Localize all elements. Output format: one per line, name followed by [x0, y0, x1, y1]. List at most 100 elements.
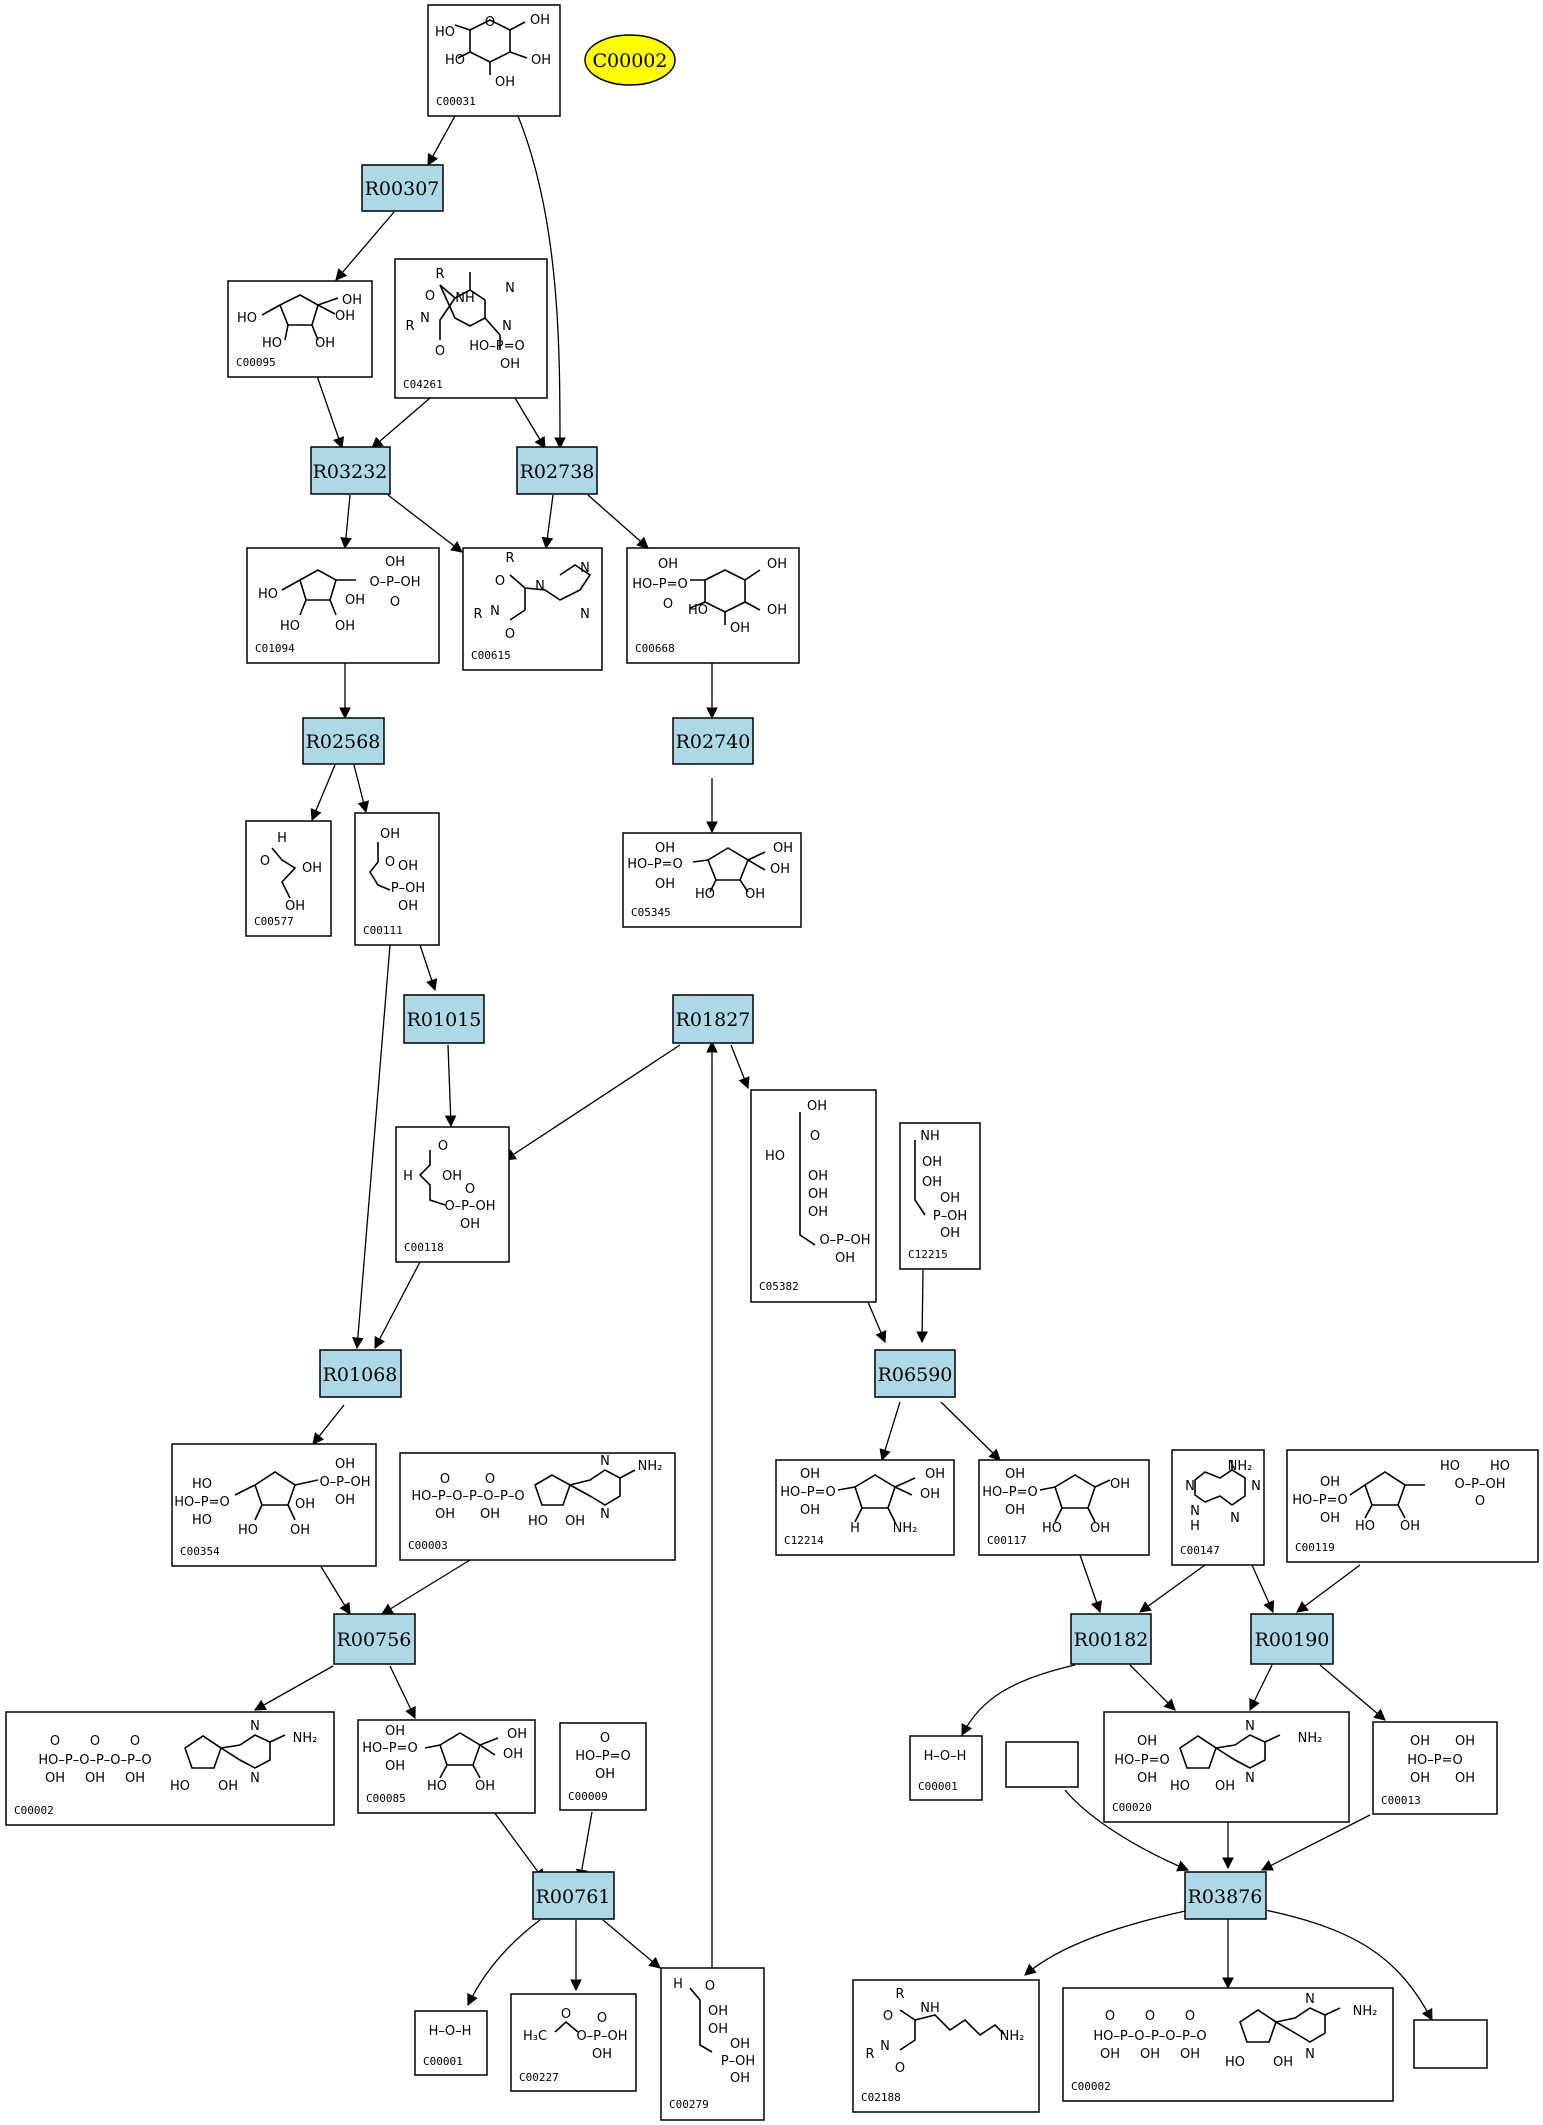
svg-text:OH: OH [531, 53, 551, 68]
svg-text:OH: OH [658, 557, 678, 572]
reaction-node[interactable]: R03876 [1184, 1871, 1267, 1920]
compound-node[interactable]: H O OH OH OH P–OH OH C00279 [660, 1967, 765, 2121]
svg-text:C05382: C05382 [759, 1280, 799, 1293]
svg-text:OH: OH [808, 1187, 828, 1202]
svg-text:NH: NH [455, 291, 475, 306]
empty-node[interactable] [1413, 2019, 1488, 2069]
svg-text:H: H [403, 1169, 413, 1184]
svg-text:R01827: R01827 [676, 1009, 751, 1031]
svg-text:OH: OH [345, 593, 365, 608]
edge [253, 1665, 334, 1711]
reaction-node[interactable]: R06590 [874, 1349, 956, 1398]
svg-text:C00147: C00147 [1180, 1544, 1220, 1557]
compound-node[interactable]: H O OH OH C00577 [245, 820, 332, 937]
svg-text:OH: OH [45, 1771, 65, 1786]
svg-text:NH₂: NH₂ [1298, 1731, 1323, 1746]
svg-text:HO: HO [192, 1513, 212, 1528]
compound-node[interactable]: O H OH O O–P–OH OH C00118 [395, 1126, 510, 1263]
compound-node[interactable]: HO HO–P=O HO OH O–P–OH OH OH HO OH C0035… [171, 1443, 377, 1567]
svg-text:N: N [1245, 1771, 1255, 1786]
compound-node[interactable]: R O NH N R N O N HO–P=O OH C04261 [394, 258, 548, 399]
reaction-node[interactable]: R00756 [333, 1613, 416, 1665]
svg-text:N: N [1185, 1479, 1195, 1494]
svg-text:H: H [277, 831, 287, 846]
svg-text:O: O [1105, 2009, 1115, 2024]
edge [1024, 1909, 1191, 1976]
edge [504, 1044, 681, 1161]
edge [1079, 1554, 1103, 1614]
compound-node[interactable]: R O N N R N O N C00615 [462, 547, 603, 671]
svg-text:O: O [883, 2009, 893, 2024]
empty-node[interactable] [1005, 1741, 1079, 1788]
reaction-node[interactable]: R00761 [532, 1871, 615, 1920]
svg-text:HO: HO [1170, 1779, 1190, 1794]
compound-node[interactable]: HO–P=O OH O OH OH HO OH C00668 [626, 547, 800, 664]
svg-text:R: R [405, 319, 414, 334]
compound-node[interactable]: O H₃C O–P–OH O OH C00227 [510, 1993, 637, 2092]
edge [319, 1564, 351, 1615]
svg-text:H₃C: H₃C [523, 2029, 547, 2044]
edge [867, 1301, 887, 1344]
compound-node[interactable]: HO–P=O OH OH OH HO OH C00117 [978, 1459, 1150, 1556]
edge [381, 1559, 471, 1615]
compound-node[interactable]: HO O–P–OH OH O OH HO OH C01094 [246, 547, 440, 664]
reaction-node[interactable]: R00307 [361, 164, 444, 212]
reaction-node[interactable]: R02568 [302, 717, 385, 765]
svg-text:C00001: C00001 [423, 2055, 463, 2068]
compound-node[interactable]: HO–P–O–P–O–P–O O O O OH OH OH NH₂ N N HO… [5, 1711, 335, 1826]
svg-text:C00002: C00002 [1071, 2080, 1111, 2093]
svg-text:OH: OH [1455, 1771, 1475, 1786]
compound-node[interactable]: HO–P=O OH OH O–P–OH HO HO O HO OH C00119 [1286, 1449, 1539, 1563]
svg-text:O: O [50, 1734, 60, 1749]
edge [517, 115, 566, 450]
svg-text:C00009: C00009 [568, 1790, 608, 1803]
reaction-node[interactable]: R01068 [319, 1349, 402, 1398]
edge [1296, 1564, 1361, 1613]
svg-text:HO–P=O: HO–P=O [780, 1485, 835, 1500]
reaction-node[interactable]: R02740 [672, 717, 754, 765]
compound-node[interactable]: NH₂ N N N N H C00147 [1171, 1449, 1265, 1566]
edge [1319, 1664, 1386, 1721]
compound-node[interactable]: H–O–H C00001 [909, 1735, 983, 1801]
svg-text:R03232: R03232 [313, 461, 388, 483]
svg-text:O: O [465, 1182, 475, 1197]
svg-text:C00111: C00111 [363, 924, 403, 937]
compound-node[interactable]: HO OH HO OH OH O C00031 [427, 4, 561, 117]
svg-text:HO: HO [427, 1779, 447, 1794]
reaction-node[interactable]: R02738 [516, 446, 598, 495]
compound-node[interactable]: HO–P=O OH OH OH OH HO OH C05345 [622, 832, 802, 928]
svg-text:N: N [600, 1454, 610, 1469]
svg-text:NH₂: NH₂ [1228, 1459, 1253, 1474]
svg-text:H–O–H: H–O–H [924, 1749, 967, 1764]
compound-node[interactable]: O HO–P=O OH C00009 [559, 1722, 647, 1811]
svg-text:NH₂: NH₂ [1353, 2004, 1378, 2019]
compound-node[interactable]: R O NH R N O NH₂ C02188 [852, 1979, 1040, 2113]
compound-node[interactable]: HO–P=O OH OH OH OH HO OH C00085 [357, 1719, 536, 1814]
compound-node[interactable]: OH OH HO–P=O OH OH C00013 [1372, 1721, 1498, 1815]
compound-node[interactable]: HO–P=O OH OH NH₂ N N HO OH C00020 [1103, 1711, 1350, 1823]
compound-node[interactable]: NH OH OH OH P–OH OH C12215 [899, 1122, 981, 1270]
edge [444, 1044, 457, 1128]
svg-text:OH: OH [1180, 2047, 1200, 2062]
compound-node[interactable]: OH O HO OH OH OH O–P–OH OH C05382 [750, 1089, 877, 1303]
compound-node[interactable]: OH O OH P–OH OH C00111 [354, 812, 440, 946]
edge [312, 1404, 345, 1445]
compound-node[interactable]: H–O–H C00001 [414, 2010, 488, 2076]
svg-text:P–OH: P–OH [933, 1209, 967, 1224]
reaction-node[interactable]: R03232 [310, 446, 391, 495]
edge [1251, 1564, 1275, 1614]
compound-node[interactable]: HO–P=O OH OH OH OH H NH₂ C12214 [775, 1459, 955, 1556]
reaction-node[interactable]: R00190 [1250, 1613, 1334, 1665]
compound-node[interactable]: HO OH OH HO OH C00095 [227, 280, 373, 378]
svg-text:OH: OH [655, 877, 675, 892]
svg-text:HO: HO [238, 1523, 258, 1538]
reaction-node[interactable]: R00182 [1070, 1613, 1152, 1665]
svg-text:O: O [810, 1129, 820, 1144]
reaction-node[interactable]: R01827 [672, 994, 754, 1044]
svg-text:OH: OH [808, 1205, 828, 1220]
svg-text:H: H [1190, 1519, 1200, 1534]
compound-node[interactable]: HO–P–O–P–O–P–O O O O OH OH OH NH₂ N N HO… [1062, 1987, 1394, 2102]
reaction-node[interactable]: R01015 [403, 994, 485, 1044]
compound-node[interactable]: HO–P–O–P–O–P–O O O OH OH NH₂ N N HO OH C… [399, 1452, 676, 1561]
highlight-node-c00002[interactable]: C00002 [584, 34, 676, 86]
